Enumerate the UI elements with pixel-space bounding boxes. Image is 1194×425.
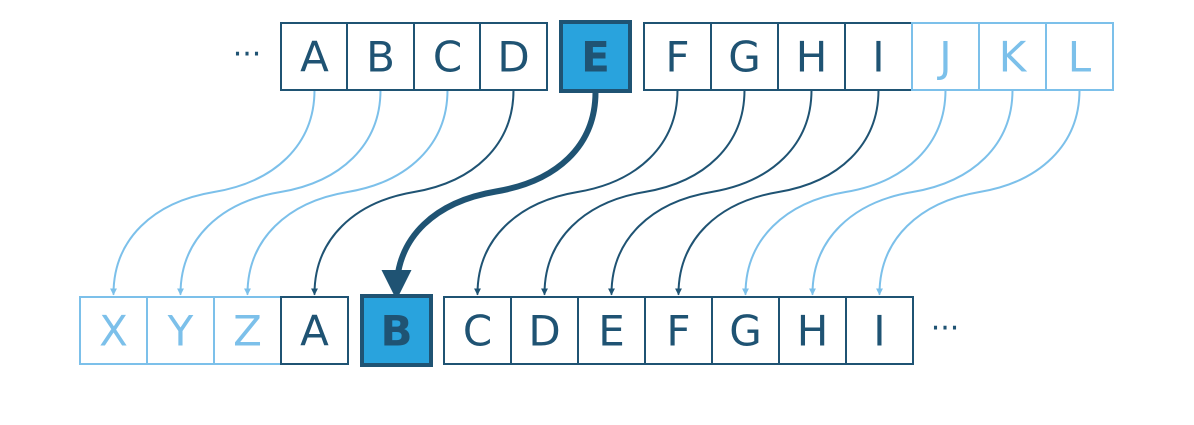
plain-cell-c: C — [413, 22, 482, 91]
plain-cell-box — [1045, 22, 1114, 91]
arrow-i-to-f — [675, 89, 880, 296]
cipher-cell-box — [845, 296, 914, 365]
arrow-l-to-i — [876, 89, 1081, 296]
plain-cell-i: I — [844, 22, 913, 91]
plain-cell-box — [559, 20, 632, 93]
top-ellipsis: ··· — [233, 37, 262, 72]
plain-cell-letter: D — [497, 33, 529, 82]
plain-cell-box — [844, 22, 913, 91]
cipher-cell-box — [213, 296, 282, 365]
cipher-cell-letter: G — [729, 307, 762, 356]
plain-cell-letter: I — [872, 33, 884, 82]
arrow-f-to-c — [474, 89, 679, 296]
cipher-cell-box — [280, 296, 349, 365]
arrow-j-to-g — [742, 89, 947, 296]
plain-cell-letter: E — [581, 33, 610, 82]
cipher-cell-e: E — [577, 296, 646, 365]
cipher-cell-letter: C — [463, 307, 492, 356]
cipher-cell-f: F — [644, 296, 713, 365]
cipher-cell-box — [443, 296, 512, 365]
cipher-cell-h: H — [778, 296, 847, 365]
plain-cell-box — [280, 22, 349, 91]
cipher-cell-letter: B — [380, 307, 412, 356]
cipher-cell-g: G — [711, 296, 780, 365]
plain-cell-h: H — [777, 22, 846, 91]
cipher-cell-y: Y — [146, 296, 215, 365]
plain-cell-letter: H — [796, 33, 828, 82]
arrow-d-to-a — [311, 89, 515, 296]
cipher-cell-letter: Z — [233, 307, 262, 356]
plain-cell-a: A — [280, 22, 349, 91]
cipher-cell-letter: X — [99, 307, 128, 356]
cipher-cell-box — [360, 294, 433, 367]
cipher-cell-box — [577, 296, 646, 365]
plain-cell-e: E — [559, 20, 632, 93]
arrow-e-to-b — [381, 89, 599, 300]
plain-cell-f: F — [643, 22, 712, 91]
cipher-cell-x: X — [79, 296, 148, 365]
cipher-cell-box — [778, 296, 847, 365]
plain-cell-box — [978, 22, 1047, 91]
plain-cell-letter: L — [1068, 33, 1092, 82]
cipher-cell-d: D — [510, 296, 579, 365]
plain-cell-letter: B — [366, 33, 395, 82]
plain-cell-l: L — [1045, 22, 1114, 91]
cipher-cell-box — [510, 296, 579, 365]
arrow-h-to-e — [608, 89, 813, 296]
plain-cell-letter: J — [936, 33, 951, 82]
cipher-cell-letter: A — [300, 307, 329, 356]
bottom-ellipsis: ··· — [931, 311, 960, 346]
cipher-cell-b: B — [360, 294, 433, 367]
cipher-cell-box — [644, 296, 713, 365]
cipher-cell-letter: D — [528, 307, 560, 356]
plain-cell-letter: F — [665, 33, 689, 82]
arrow-b-to-y — [177, 89, 382, 296]
plain-cell-k: K — [978, 22, 1047, 91]
plain-cell-box — [710, 22, 779, 91]
plain-cell-letter: K — [999, 33, 1028, 82]
cipher-cell-letter: H — [797, 307, 829, 356]
cipher-cell-letter: I — [873, 307, 885, 356]
arrow-a-to-x — [110, 89, 316, 296]
cipher-cell-letter: E — [598, 307, 625, 356]
cipher-cell-box — [146, 296, 215, 365]
cipher-cell-box — [79, 296, 148, 365]
plain-cell-box — [479, 22, 548, 91]
plain-cell-d: D — [479, 22, 548, 91]
plain-cell-g: G — [710, 22, 779, 91]
plain-cell-j: J — [911, 22, 980, 91]
cipher-cell-i: I — [845, 296, 914, 365]
plain-cell-box — [643, 22, 712, 91]
cipher-cell-letter: F — [666, 307, 690, 356]
plain-cell-letter: G — [728, 33, 761, 82]
plain-cell-letter: C — [433, 33, 462, 82]
plain-cell-b: B — [346, 22, 415, 91]
arrow-c-to-z — [244, 89, 449, 296]
cipher-cell-box — [711, 296, 780, 365]
plain-cell-letter: A — [300, 33, 329, 82]
arrow-k-to-h — [809, 89, 1014, 296]
cipher-cell-letter: Y — [167, 307, 194, 356]
cipher-cell-z: Z — [213, 296, 282, 365]
cipher-cell-a: A — [280, 296, 349, 365]
cipher-cell-c: C — [443, 296, 512, 365]
plain-cell-box — [346, 22, 415, 91]
mapping-arrows — [110, 89, 1081, 300]
arrow-g-to-d — [541, 89, 746, 296]
